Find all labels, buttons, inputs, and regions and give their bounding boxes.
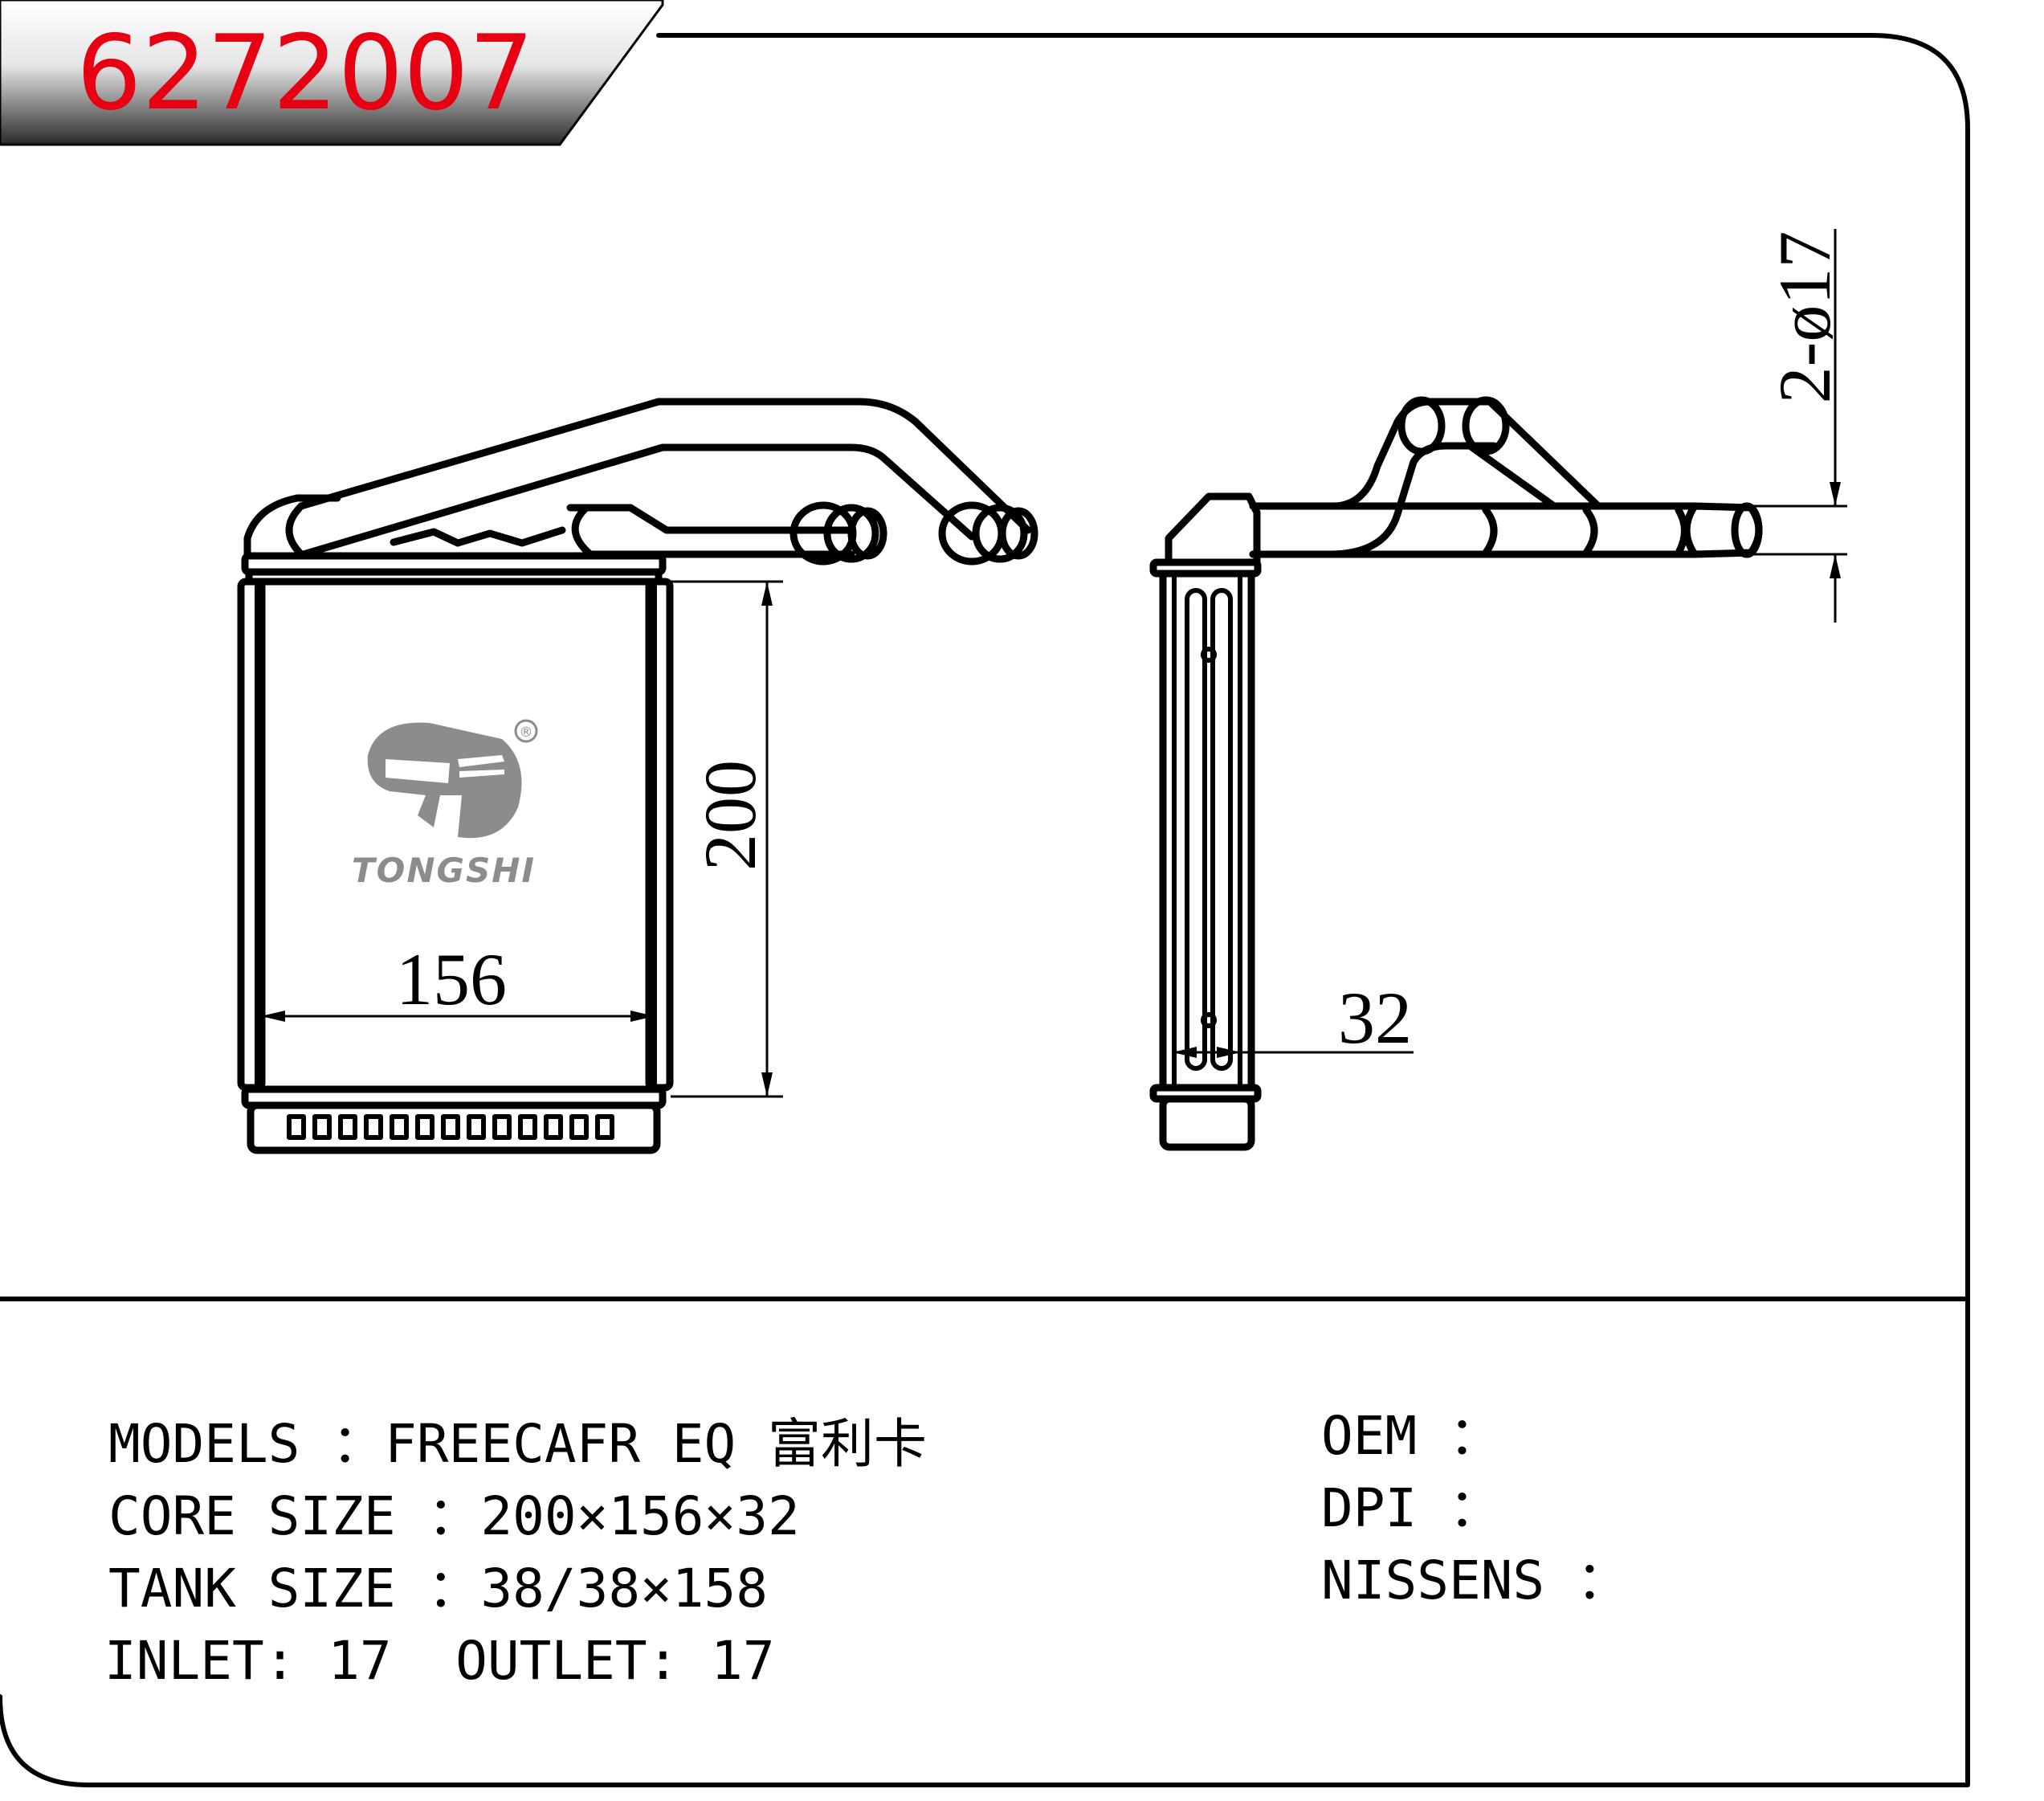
outlet-sep: : (647, 1630, 679, 1692)
dimension-core-height: 200 (562, 580, 783, 1098)
core-size-value: 200×156×32 (480, 1485, 800, 1547)
spec-dpi: DPI ： (1321, 1482, 1502, 1535)
outlet-label: OUTLET (455, 1630, 647, 1692)
dimension-core-width: 156 (261, 938, 655, 1022)
nissens-sep: ： (1576, 1550, 1630, 1611)
models-label: MODELS (108, 1413, 300, 1475)
tank-size-sep: ： (427, 1558, 481, 1619)
side-view: 32 2-ø17 (1149, 229, 1847, 1151)
spec-inlet-outlet: INLET: 17 OUTLET: 17 (104, 1635, 775, 1688)
tank-size-label: TANK SIZE (108, 1558, 396, 1619)
registered-mark: ® (520, 725, 533, 741)
dpi-sep: ： (1448, 1477, 1502, 1539)
part-number-tab: 6272007 (0, 0, 664, 146)
dimension-pipe-diameter: 2-ø17 (1751, 229, 1847, 623)
spec-nissens: NISSENS ： (1321, 1554, 1630, 1607)
oem-sep: ： (1448, 1405, 1502, 1467)
dpi-label: DPI (1321, 1477, 1418, 1539)
core-width-label: 156 (396, 938, 507, 1020)
core-depth-label: 32 (1338, 977, 1412, 1059)
spec-models: MODELS ：FREECAFR EQ 富利卡 (108, 1418, 927, 1471)
bottom-tank-ribs (287, 1114, 614, 1140)
spec-core-size: CORE SIZE ：200×156×32 (108, 1490, 800, 1543)
inlet-label: INLET (104, 1630, 264, 1692)
nissens-label: NISSENS (1321, 1550, 1545, 1611)
spec-oem: OEM ： (1321, 1410, 1502, 1463)
core-height-label: 200 (689, 760, 771, 871)
models-sep: ： (332, 1413, 386, 1475)
inlet-value: 17 (328, 1630, 392, 1692)
front-view: ® TONGSHI 156 200 (237, 398, 1038, 1154)
spec-tank-size: TANK SIZE ：38/38×158 (108, 1562, 768, 1615)
inlet-sep: : (263, 1630, 296, 1692)
core-size-sep: ： (427, 1485, 481, 1547)
sheet-frame (0, 33, 1970, 1787)
part-number: 6272007 (76, 14, 534, 133)
pipe-spec-label: 2-ø17 (1764, 231, 1846, 404)
models-value: FREECAFR EQ 富利卡 (385, 1413, 927, 1475)
tank-size-value: 38/38×158 (480, 1558, 768, 1619)
outlet-value: 17 (711, 1630, 775, 1692)
tongshi-logo: ® TONGSHI (352, 719, 538, 890)
dimension-core-depth: 32 (1173, 977, 1414, 1059)
core-size-label: CORE SIZE (108, 1485, 396, 1547)
oem-label: OEM (1321, 1405, 1418, 1467)
brand-name: TONGSHI (352, 851, 536, 890)
